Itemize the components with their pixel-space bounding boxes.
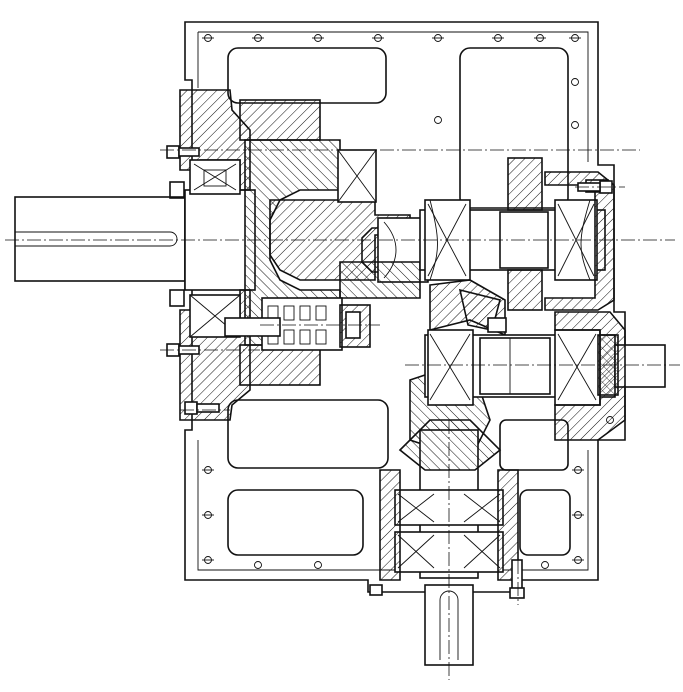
roller-bearing-row bbox=[224, 297, 371, 351]
center-lines bbox=[5, 149, 680, 680]
gear-rim-lower bbox=[239, 344, 321, 386]
housing-window-mid-right bbox=[499, 419, 569, 471]
lower-right-shaft bbox=[424, 311, 666, 441]
upper-gear-teeth bbox=[507, 157, 543, 211]
gear-rim-upper bbox=[239, 99, 321, 141]
left-output-shaft bbox=[14, 189, 256, 291]
housing-window-bottom-left bbox=[227, 489, 364, 556]
housing-window-mid-left bbox=[227, 399, 389, 469]
seal-upper bbox=[169, 181, 185, 199]
vertical-housing-left bbox=[379, 469, 401, 581]
housing-window-bottom-right bbox=[519, 489, 571, 556]
housing-window-top-left bbox=[227, 47, 387, 104]
bolt-bottom-right bbox=[509, 559, 525, 599]
bolts bbox=[166, 145, 613, 599]
left-bearing-upper bbox=[189, 159, 241, 195]
vertical-bevel-pinion bbox=[398, 419, 502, 471]
bolt-left-lower bbox=[184, 401, 220, 415]
lower-shaft-bearing-right bbox=[554, 329, 601, 406]
shaft-key-end bbox=[14, 196, 186, 282]
shaft-keyway bbox=[15, 231, 178, 247]
lower-shaft-bearing-left bbox=[427, 329, 474, 406]
bolt-bottom-left bbox=[369, 584, 383, 596]
bolt-left-upper bbox=[166, 145, 200, 159]
seal-lower bbox=[169, 289, 185, 307]
